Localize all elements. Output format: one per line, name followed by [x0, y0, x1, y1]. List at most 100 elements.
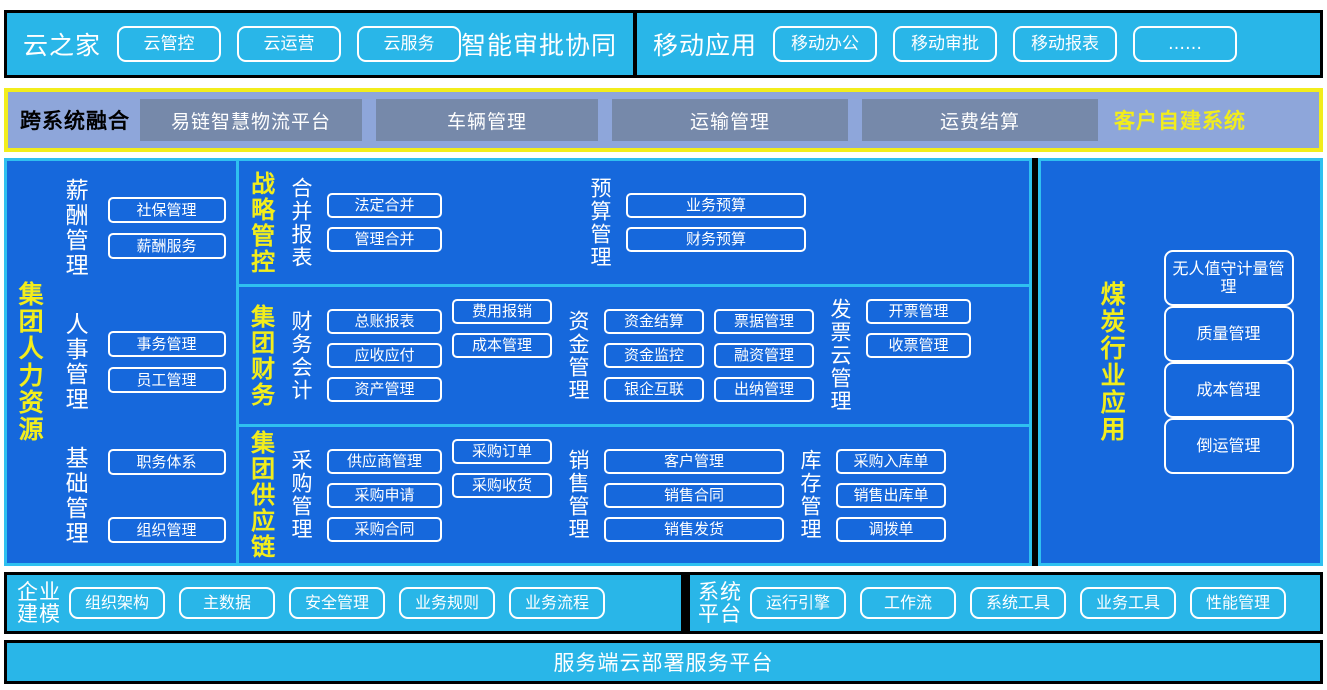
cloud-pill-1[interactable]: 云运营 [237, 26, 342, 62]
item-shoupiao-guanli[interactable]: 收票管理 [866, 333, 971, 358]
item-diaobodan[interactable]: 调拨单 [836, 516, 946, 542]
hr-column-title: 集团人力资源 [15, 281, 45, 443]
module-zones: 战略管控 合并报表 法定合并 管理合并 预算管理 [239, 161, 1029, 563]
cross-system-box-2[interactable]: 运输管理 [612, 99, 848, 141]
enterprise-modeling-section: 企业建模 组织架构 主数据 安全管理 业务规则 业务流程 [4, 572, 684, 634]
item-chengben-guanli-coal[interactable]: 成本管理 [1163, 362, 1294, 418]
hr-item-yuangong[interactable]: 员工管理 [107, 367, 226, 393]
cloud-pill-2[interactable]: 云服务 [357, 26, 462, 62]
item-yinqi-hulian[interactable]: 银企互联 [604, 377, 704, 402]
platform-pill-3[interactable]: 业务工具 [1080, 587, 1176, 619]
item-daoyun-guanli[interactable]: 倒运管理 [1163, 418, 1294, 474]
item-zijin-jiankong[interactable]: 资金监控 [604, 343, 704, 368]
zone-strategy-title: 战略管控 [246, 170, 275, 275]
panel-divider [1032, 158, 1038, 566]
hr-column: 集团人力资源 薪酬管理 社保管理 薪酬服务 人事管理 事务管理 员工管理 [7, 161, 239, 563]
mobile-section-title: 移动应用 [653, 31, 758, 60]
hr-item-shebao[interactable]: 社保管理 [107, 197, 226, 223]
zone-finance-title: 集团财务 [246, 303, 275, 408]
core-modules-panel: 集团人力资源 薪酬管理 社保管理 薪酬服务 人事管理 事务管理 员工管理 [4, 158, 1032, 566]
item-feiyong-baoxiao[interactable]: 费用报销 [452, 299, 552, 324]
zone-finance-funds-items: 资金结算 资金监控 银企互联 票据管理 融资管理 出纳管理 [598, 287, 820, 424]
modeling-pill-4[interactable]: 业务流程 [509, 587, 605, 619]
zone-finance-funds-label: 资金管理 [566, 309, 591, 402]
mobile-pill-2[interactable]: 移动报表 [1013, 26, 1118, 62]
zone-supply-sales-items: 客户管理 销售合同 销售发货 [598, 427, 790, 563]
zone-finance-funds: 资金管理 资金结算 资金监控 银企互联 票据管理 融资管理 出纳管理 [558, 287, 820, 424]
hr-group-2: 基础管理 职务体系 组织管理 [51, 429, 236, 563]
hr-item-xinchou-fuwu[interactable]: 薪酬服务 [107, 233, 226, 259]
modeling-pill-1[interactable]: 主数据 [179, 587, 275, 619]
enterprise-modeling-title: 企业建模 [17, 579, 61, 626]
mobile-pill-1[interactable]: 移动审批 [893, 26, 998, 62]
item-chengben-guanli-fin[interactable]: 成本管理 [452, 333, 552, 358]
platform-pill-1[interactable]: 工作流 [860, 587, 956, 619]
zone-supply-inventory-items: 采购入库单 销售出库单 调拨单 [830, 427, 952, 563]
item-xiaoshou-fahuo[interactable]: 销售发货 [604, 516, 784, 542]
platform-pill-2[interactable]: 系统工具 [970, 587, 1066, 619]
item-piaoju-guanli[interactable]: 票据管理 [714, 309, 814, 334]
platform-pill-4[interactable]: 性能管理 [1190, 587, 1286, 619]
platform-pill-0[interactable]: 运行引擎 [750, 587, 846, 619]
item-kehu-guanli[interactable]: 客户管理 [604, 448, 784, 474]
zone-finance-invoice-items: 开票管理 收票管理 [860, 287, 977, 424]
smart-approval-title: 智能审批协同 [461, 31, 618, 60]
item-guanli-hebing[interactable]: 管理合并 [327, 227, 442, 252]
modeling-pill-0[interactable]: 组织架构 [69, 587, 165, 619]
item-gongyingshang-guanli[interactable]: 供应商管理 [327, 448, 442, 474]
system-platform-section: 系统平台 运行引擎 工作流 系统工具 业务工具 性能管理 [684, 572, 1323, 634]
hr-group-0-label: 薪酬管理 [61, 178, 88, 278]
item-caigou-dingdan[interactable]: 采购订单 [452, 439, 552, 464]
item-rongzi-guanli[interactable]: 融资管理 [714, 343, 814, 368]
modeling-pill-2[interactable]: 安全管理 [289, 587, 385, 619]
zone-finance-accounting-label: 财务会计 [289, 309, 314, 402]
item-zichan-guanli[interactable]: 资产管理 [327, 377, 442, 402]
item-yingshou-yingfu[interactable]: 应收应付 [327, 343, 442, 368]
system-platform-title: 系统平台 [698, 579, 742, 626]
cross-system-box-0[interactable]: 易链智慧物流平台 [140, 99, 362, 141]
zone-finance-accounting: 财务会计 总账报表 应收应付 资产管理 费用报销 成本管理 [281, 287, 558, 424]
cloud-section-title: 云之家 [23, 31, 102, 60]
mobile-pill-0[interactable]: 移动办公 [773, 26, 878, 62]
item-caigou-shenqing[interactable]: 采购申请 [327, 482, 442, 508]
item-caigou-hetong[interactable]: 采购合同 [327, 516, 442, 542]
hr-group-2-items: 职务体系 组织管理 [97, 449, 236, 543]
item-fading-hebing[interactable]: 法定合并 [327, 193, 442, 218]
cross-system-box-1[interactable]: 车辆管理 [376, 99, 598, 141]
item-zhiliang-guanli[interactable]: 质量管理 [1163, 306, 1294, 362]
hr-item-shiwu[interactable]: 事务管理 [107, 331, 226, 357]
coal-industry-items: 无人值守计量管理 质量管理 成本管理 倒运管理 [1137, 240, 1320, 484]
hr-item-zuzhi[interactable]: 组织管理 [107, 517, 226, 543]
hr-item-zhiwu[interactable]: 职务体系 [107, 449, 226, 475]
cloud-section: 云之家 云管控 云运营 云服务 智能审批协同 [7, 13, 637, 75]
item-caigou-shouhuo[interactable]: 采购收货 [452, 473, 552, 498]
item-zongzhang-baobiao[interactable]: 总账报表 [327, 309, 442, 334]
cloud-pill-0[interactable]: 云管控 [117, 26, 222, 62]
cross-system-title: 跨系统融合 [20, 109, 130, 133]
footer-text: 服务端云部署服务平台 [553, 651, 774, 675]
zone-supply-inventory-label: 库存管理 [798, 449, 823, 541]
item-zijin-jiesuan[interactable]: 资金结算 [604, 309, 704, 334]
zone-supply-purchase-items: 供应商管理 采购申请 采购合同 采购订单 采购收货 [321, 427, 558, 563]
zone-supply-chain: 集团供应链 采购管理 供应商管理 采购申请 采购合同 采购订单 采购收货 [239, 427, 1029, 563]
zone-strategy: 战略管控 合并报表 法定合并 管理合并 预算管理 [239, 161, 1029, 287]
cross-system-box-3[interactable]: 运费结算 [862, 99, 1098, 141]
item-caigou-rukudan[interactable]: 采购入库单 [836, 448, 946, 474]
item-chuna-guanli[interactable]: 出纳管理 [714, 377, 814, 402]
zone-strategy-merge-items: 法定合并 管理合并 [321, 161, 448, 284]
modeling-pill-3[interactable]: 业务规则 [399, 587, 495, 619]
zone-supply-sales-label: 销售管理 [566, 449, 591, 541]
item-caiwu-yusuan[interactable]: 财务预算 [626, 227, 806, 252]
hr-group-1-items: 事务管理 员工管理 [97, 331, 236, 393]
item-xiaoshou-chukudan[interactable]: 销售出库单 [836, 482, 946, 508]
zone-supply-sales: 销售管理 客户管理 销售合同 销售发货 [558, 427, 790, 563]
item-kaipiao-guanli[interactable]: 开票管理 [866, 299, 971, 324]
hr-group-1: 人事管理 事务管理 员工管理 [51, 295, 236, 429]
hr-group-1-label: 人事管理 [61, 312, 88, 412]
item-yewu-yusuan[interactable]: 业务预算 [626, 193, 806, 218]
item-xiaoshou-hetong[interactable]: 销售合同 [604, 482, 784, 508]
item-wurenzhishou-jiliang[interactable]: 无人值守计量管理 [1163, 250, 1294, 306]
hr-group-0: 薪酬管理 社保管理 薪酬服务 [51, 161, 236, 295]
mobile-pill-more[interactable]: …… [1133, 26, 1238, 62]
